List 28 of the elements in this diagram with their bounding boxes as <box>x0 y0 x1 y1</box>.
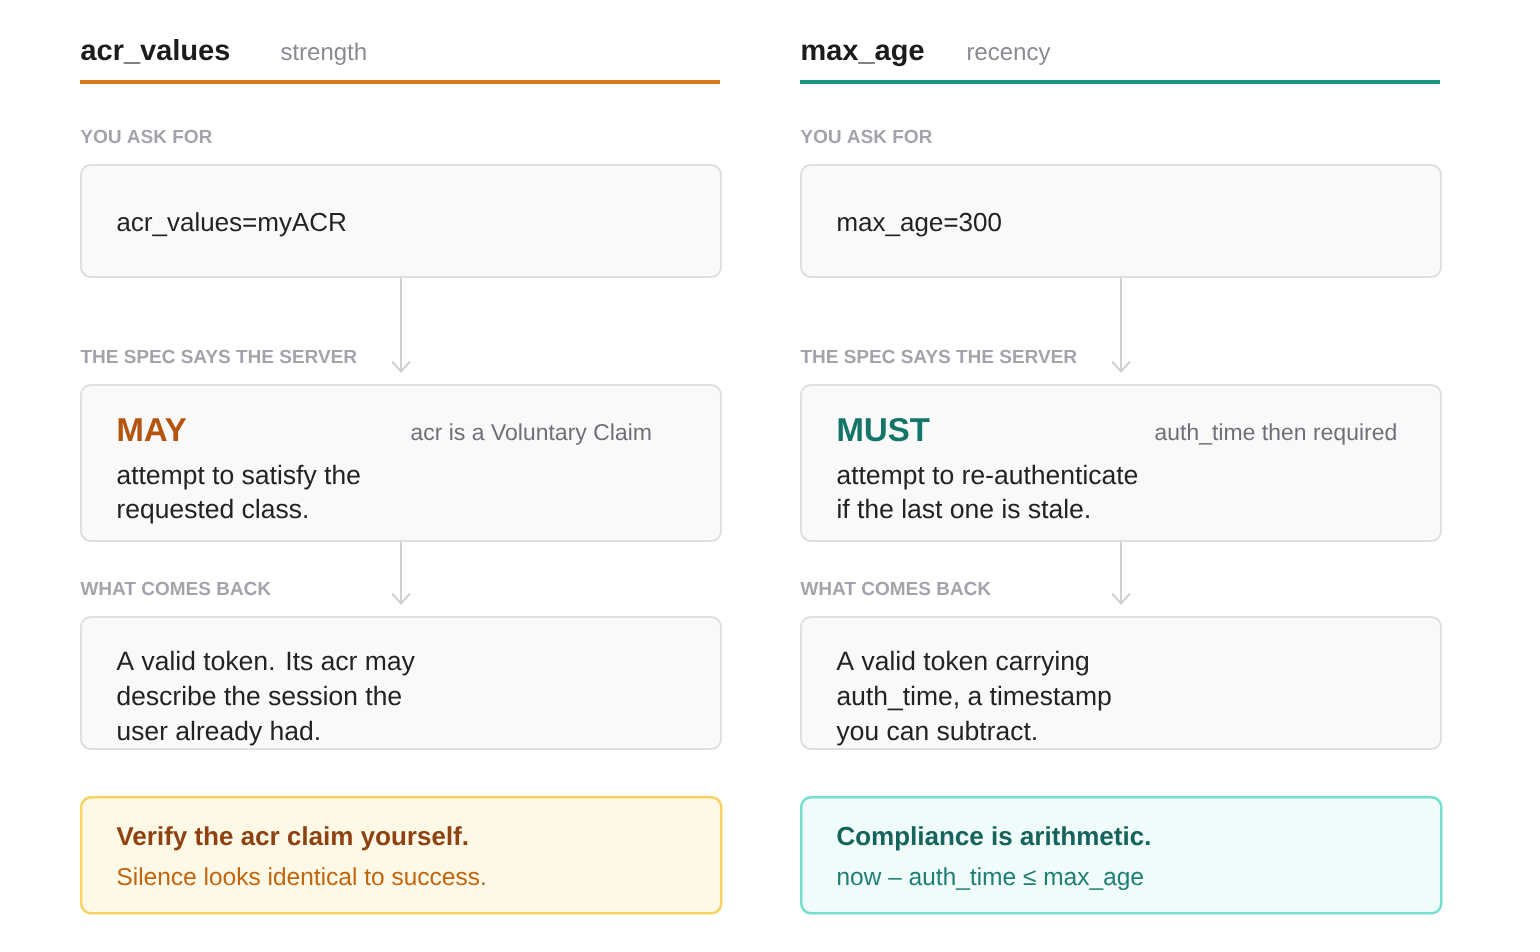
section-label: YOU ASK FOR <box>80 129 212 144</box>
request-box: acr_values=myACR <box>80 164 722 278</box>
keyword: MUST <box>838 417 930 442</box>
arrow <box>1111 277 1131 373</box>
callout-title: Verify the acr claim yourself. <box>116 826 468 851</box>
side-note: auth_time then required <box>1155 423 1396 445</box>
request-box: max_age=300 <box>800 164 1442 278</box>
callout-text: now – auth_time ≤ max_age <box>838 867 1143 891</box>
body-text: attempt to satisfy the requested class. <box>117 464 360 524</box>
section-label: THE SPEC SAYS THE SERVER <box>80 349 357 364</box>
result-box: A valid token. Its acr may describe the session the user already had. <box>80 616 722 750</box>
body-text: attempt to re-authenticate if the last one is stale. <box>837 464 1138 519</box>
arrow <box>1111 541 1131 605</box>
section-label: YOU ASK FOR <box>800 129 932 144</box>
callout-title: Compliance is arithmetic. <box>837 826 1150 851</box>
arrow <box>391 541 411 605</box>
arrow <box>391 277 411 373</box>
column-subtitle: recency <box>968 47 1051 65</box>
side-note: acr is a Voluntary Claim <box>411 423 651 445</box>
callout-text: Silence looks identical to success. <box>117 867 485 886</box>
column-title: max_age <box>802 44 924 67</box>
result-box: A valid token carrying auth_time, a timestamp you can subtract. <box>800 616 1442 750</box>
section-label: WHAT COMES BACK <box>800 581 991 596</box>
keyword: MAY <box>118 418 187 441</box>
section-label: THE SPEC SAYS THE SERVER <box>800 349 1077 364</box>
column-subtitle: strength <box>281 42 366 65</box>
section-label: WHAT COMES BACK <box>80 581 271 596</box>
column-title: acr_values <box>81 39 230 64</box>
